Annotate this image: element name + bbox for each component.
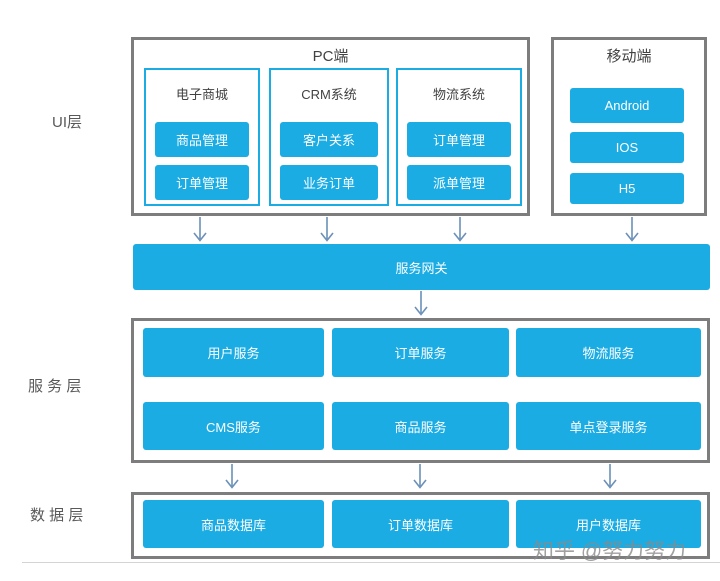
pc-group-box: PC端 电子商城 商品管理 订单管理 CRM系统 客户关系 业务订单 物流系统 … bbox=[131, 37, 530, 216]
module-button-dispatch-mgmt: 派单管理 bbox=[407, 165, 511, 200]
service-layer-label: 服 务 层 bbox=[28, 378, 82, 395]
platform-button-ios: IOS bbox=[570, 132, 684, 163]
subsystem-box-logistics: 物流系统 订单管理 派单管理 bbox=[396, 68, 522, 206]
service-gateway-bar: 服务网关 bbox=[133, 244, 710, 290]
down-arrow-icon bbox=[603, 464, 617, 489]
subsystem-box-ecommerce: 电子商城 商品管理 订单管理 bbox=[144, 68, 260, 206]
database-button-product: 商品数据库 bbox=[143, 500, 324, 548]
module-button-order-mgmt: 订单管理 bbox=[155, 165, 249, 200]
service-button-order: 订单服务 bbox=[332, 328, 509, 377]
subsystem-box-crm: CRM系统 客户关系 业务订单 bbox=[269, 68, 389, 206]
down-arrow-icon bbox=[320, 217, 334, 242]
ui-layer-label: UI层 bbox=[52, 114, 83, 131]
pc-group-title: PC端 bbox=[312, 48, 349, 65]
down-arrow-icon bbox=[193, 217, 207, 242]
page-divider bbox=[22, 562, 720, 563]
mobile-group-title: 移动端 bbox=[606, 48, 652, 65]
down-arrow-icon bbox=[414, 291, 428, 316]
watermark: 知乎 @努力努力 bbox=[533, 540, 687, 563]
module-button-product-mgmt: 商品管理 bbox=[155, 122, 249, 157]
subsystem-title-crm: CRM系统 bbox=[301, 87, 357, 102]
data-layer-label: 数 据 层 bbox=[30, 507, 84, 524]
database-button-user: 用户数据库 bbox=[516, 500, 701, 548]
down-arrow-icon bbox=[225, 464, 239, 489]
platform-button-h5: H5 bbox=[570, 173, 684, 204]
service-button-sso: 单点登录服务 bbox=[516, 402, 701, 450]
service-button-user: 用户服务 bbox=[143, 328, 324, 377]
service-button-cms: CMS服务 bbox=[143, 402, 324, 450]
platform-button-android: Android bbox=[570, 88, 684, 123]
module-button-order-mgmt-logistics: 订单管理 bbox=[407, 122, 511, 157]
module-button-customer-relations: 客户关系 bbox=[280, 122, 378, 157]
subsystem-title-ecommerce: 电子商城 bbox=[175, 87, 228, 102]
service-button-product: 商品服务 bbox=[332, 402, 509, 450]
service-button-logistics: 物流服务 bbox=[516, 328, 701, 377]
down-arrow-icon bbox=[453, 217, 467, 242]
down-arrow-icon bbox=[625, 217, 639, 242]
service-layer-box: 用户服务 订单服务 物流服务 CMS服务 商品服务 单点登录服务 bbox=[131, 318, 710, 463]
down-arrow-icon bbox=[413, 464, 427, 489]
module-button-business-orders: 业务订单 bbox=[280, 165, 378, 200]
data-layer-box: 商品数据库 订单数据库 用户数据库 bbox=[131, 492, 710, 559]
database-button-order: 订单数据库 bbox=[332, 500, 509, 548]
mobile-group-box: 移动端 Android IOS H5 bbox=[551, 37, 707, 216]
subsystem-title-logistics: 物流系统 bbox=[432, 87, 485, 102]
